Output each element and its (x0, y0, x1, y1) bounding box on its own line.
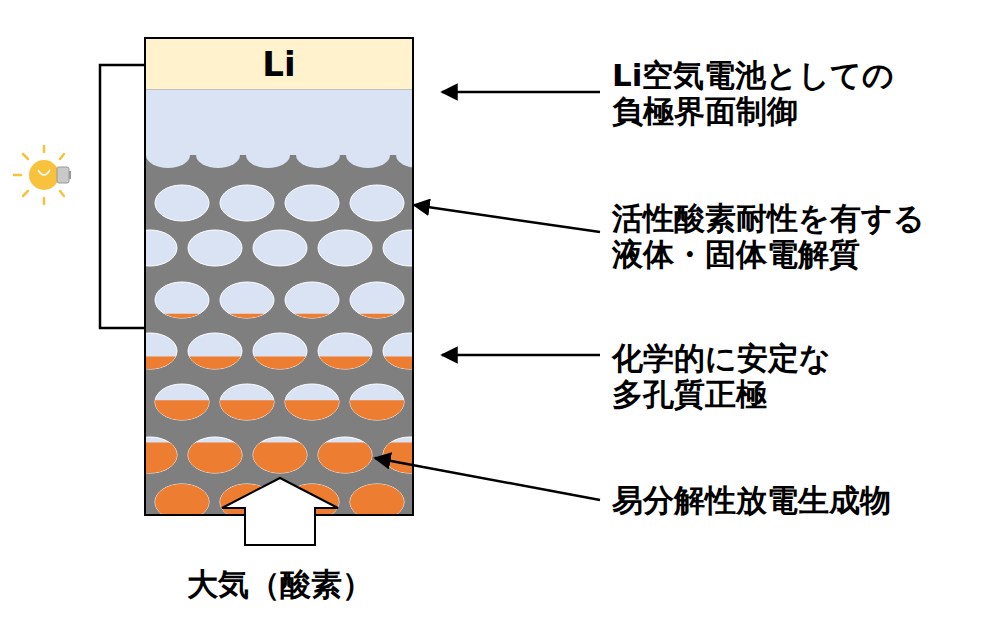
discharge-product (220, 314, 274, 318)
discharge-product (253, 442, 307, 473)
pore (285, 185, 339, 221)
callout-label: Li空気電池としての 負極界面制御 (612, 57, 987, 129)
discharge-product (253, 356, 307, 369)
pore (155, 384, 209, 420)
leader-arrow (414, 205, 600, 232)
bulb-icon (14, 146, 70, 204)
discharge-product (318, 356, 372, 369)
pore (383, 437, 413, 473)
discharge-product (155, 484, 209, 515)
pore-edge (196, 142, 240, 168)
anode-label: Li (262, 44, 295, 84)
callout-label: 化学的に安定な 多孔質正極 (612, 340, 987, 412)
pore (220, 282, 274, 318)
pore (383, 230, 413, 266)
pore (188, 230, 242, 266)
pore-edge (346, 142, 390, 168)
porous-cathode (145, 155, 413, 515)
leader-arrow (442, 91, 600, 94)
air-arrow (222, 478, 338, 545)
pore (188, 333, 242, 369)
discharge-product (188, 442, 242, 473)
pore (350, 484, 404, 515)
pore-edge (396, 142, 413, 168)
discharge-product (383, 356, 413, 369)
pore (318, 230, 372, 266)
pore (155, 282, 209, 318)
pore (253, 333, 307, 369)
cell-outline (145, 38, 413, 515)
pore-edge (246, 142, 290, 168)
pore-edge (146, 142, 190, 168)
leader-arrow (375, 458, 600, 500)
leader-arrow (442, 354, 600, 357)
pore (155, 484, 209, 515)
discharge-product (383, 442, 413, 473)
discharge-product (220, 400, 274, 420)
discharge-product (145, 442, 177, 473)
pore (220, 384, 274, 420)
pore (350, 282, 404, 318)
discharge-product (318, 442, 372, 473)
callout-label: 活性酸素耐性を有する 液体・固体電解質 (612, 200, 987, 272)
pore (145, 230, 177, 266)
circuit-wire (100, 65, 145, 328)
discharge-product (145, 356, 177, 369)
pore-edge (296, 142, 340, 168)
pore (145, 437, 177, 473)
pore (220, 185, 274, 221)
discharge-product (188, 356, 242, 369)
discharge-product (350, 400, 404, 420)
pore (285, 282, 339, 318)
discharge-product (285, 400, 339, 420)
discharge-product (155, 314, 209, 318)
air-label: 大気（酸素） (187, 566, 373, 602)
pore (253, 230, 307, 266)
pore (318, 333, 372, 369)
pore (350, 185, 404, 221)
pore (318, 437, 372, 473)
callout-label: 易分解性放電生成物 (612, 482, 987, 518)
discharge-product (285, 314, 339, 318)
pore (155, 185, 209, 221)
pore (145, 333, 177, 369)
pore (285, 384, 339, 420)
discharge-product (350, 484, 404, 515)
pore (188, 437, 242, 473)
pore (383, 333, 413, 369)
anode-layer: Li (146, 39, 412, 90)
pore (350, 384, 404, 420)
discharge-product (155, 400, 209, 420)
discharge-product (350, 314, 404, 318)
pore (253, 437, 307, 473)
